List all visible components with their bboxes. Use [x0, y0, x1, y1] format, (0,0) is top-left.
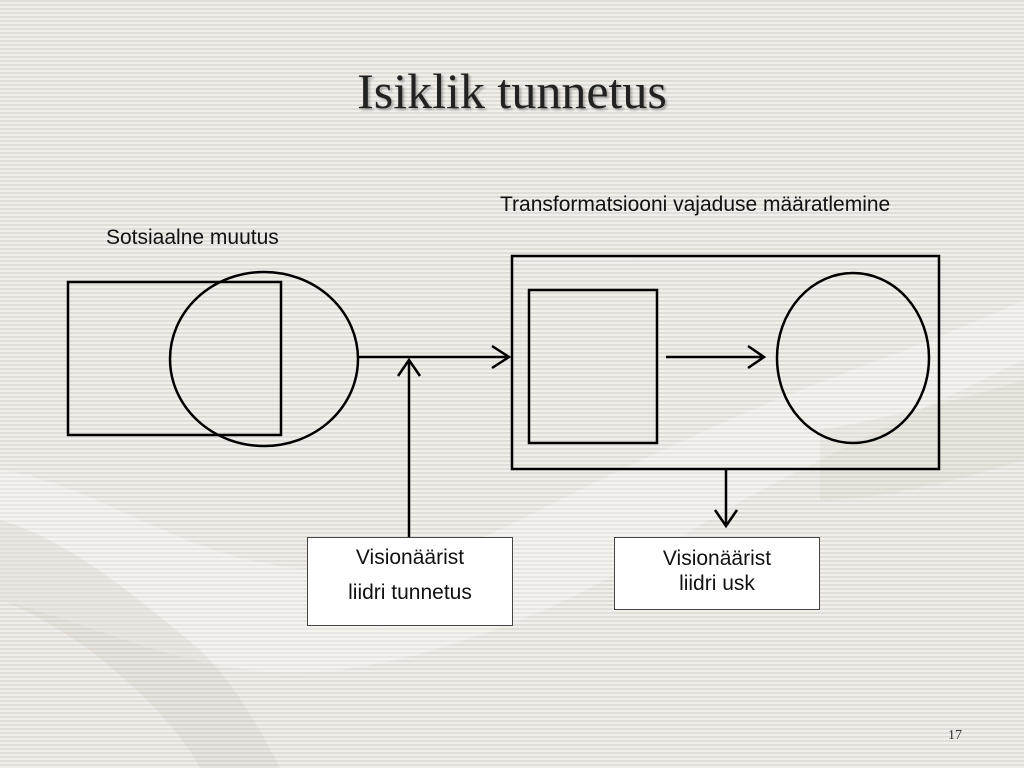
transformation-label: Transformatsiooni vajaduse määratlemine [500, 193, 891, 216]
arrow-to-belief-head [713, 509, 739, 529]
arrow-to-transformation-head [491, 344, 512, 370]
social-change-rectangle [66, 280, 283, 437]
visionary-belief-line1: Visionäärist [662, 547, 772, 570]
transformation-outer-box [510, 254, 941, 471]
visionary-knowledge-line1: Visionäärist [355, 546, 465, 569]
arrow-from-knowledge-head [396, 357, 422, 377]
social-change-ellipse [168, 270, 360, 448]
transformation-inner-rectangle [527, 288, 659, 445]
slide-title: Isiklik tunnetus [357, 63, 667, 119]
inner-arrow-head [747, 344, 767, 370]
social-change-label: Sotsiaalne muutus [106, 226, 279, 249]
visionary-knowledge-line2: liidri tunnetus [348, 581, 472, 604]
visionary-belief-box: Visionäärist liidri usk [614, 537, 820, 610]
visionary-belief-line2: liidri usk [679, 572, 755, 595]
visionary-knowledge-box: Visionäärist liidri tunnetus [307, 537, 513, 626]
page-number: 17 [948, 728, 962, 743]
transformation-ellipse [775, 271, 931, 445]
